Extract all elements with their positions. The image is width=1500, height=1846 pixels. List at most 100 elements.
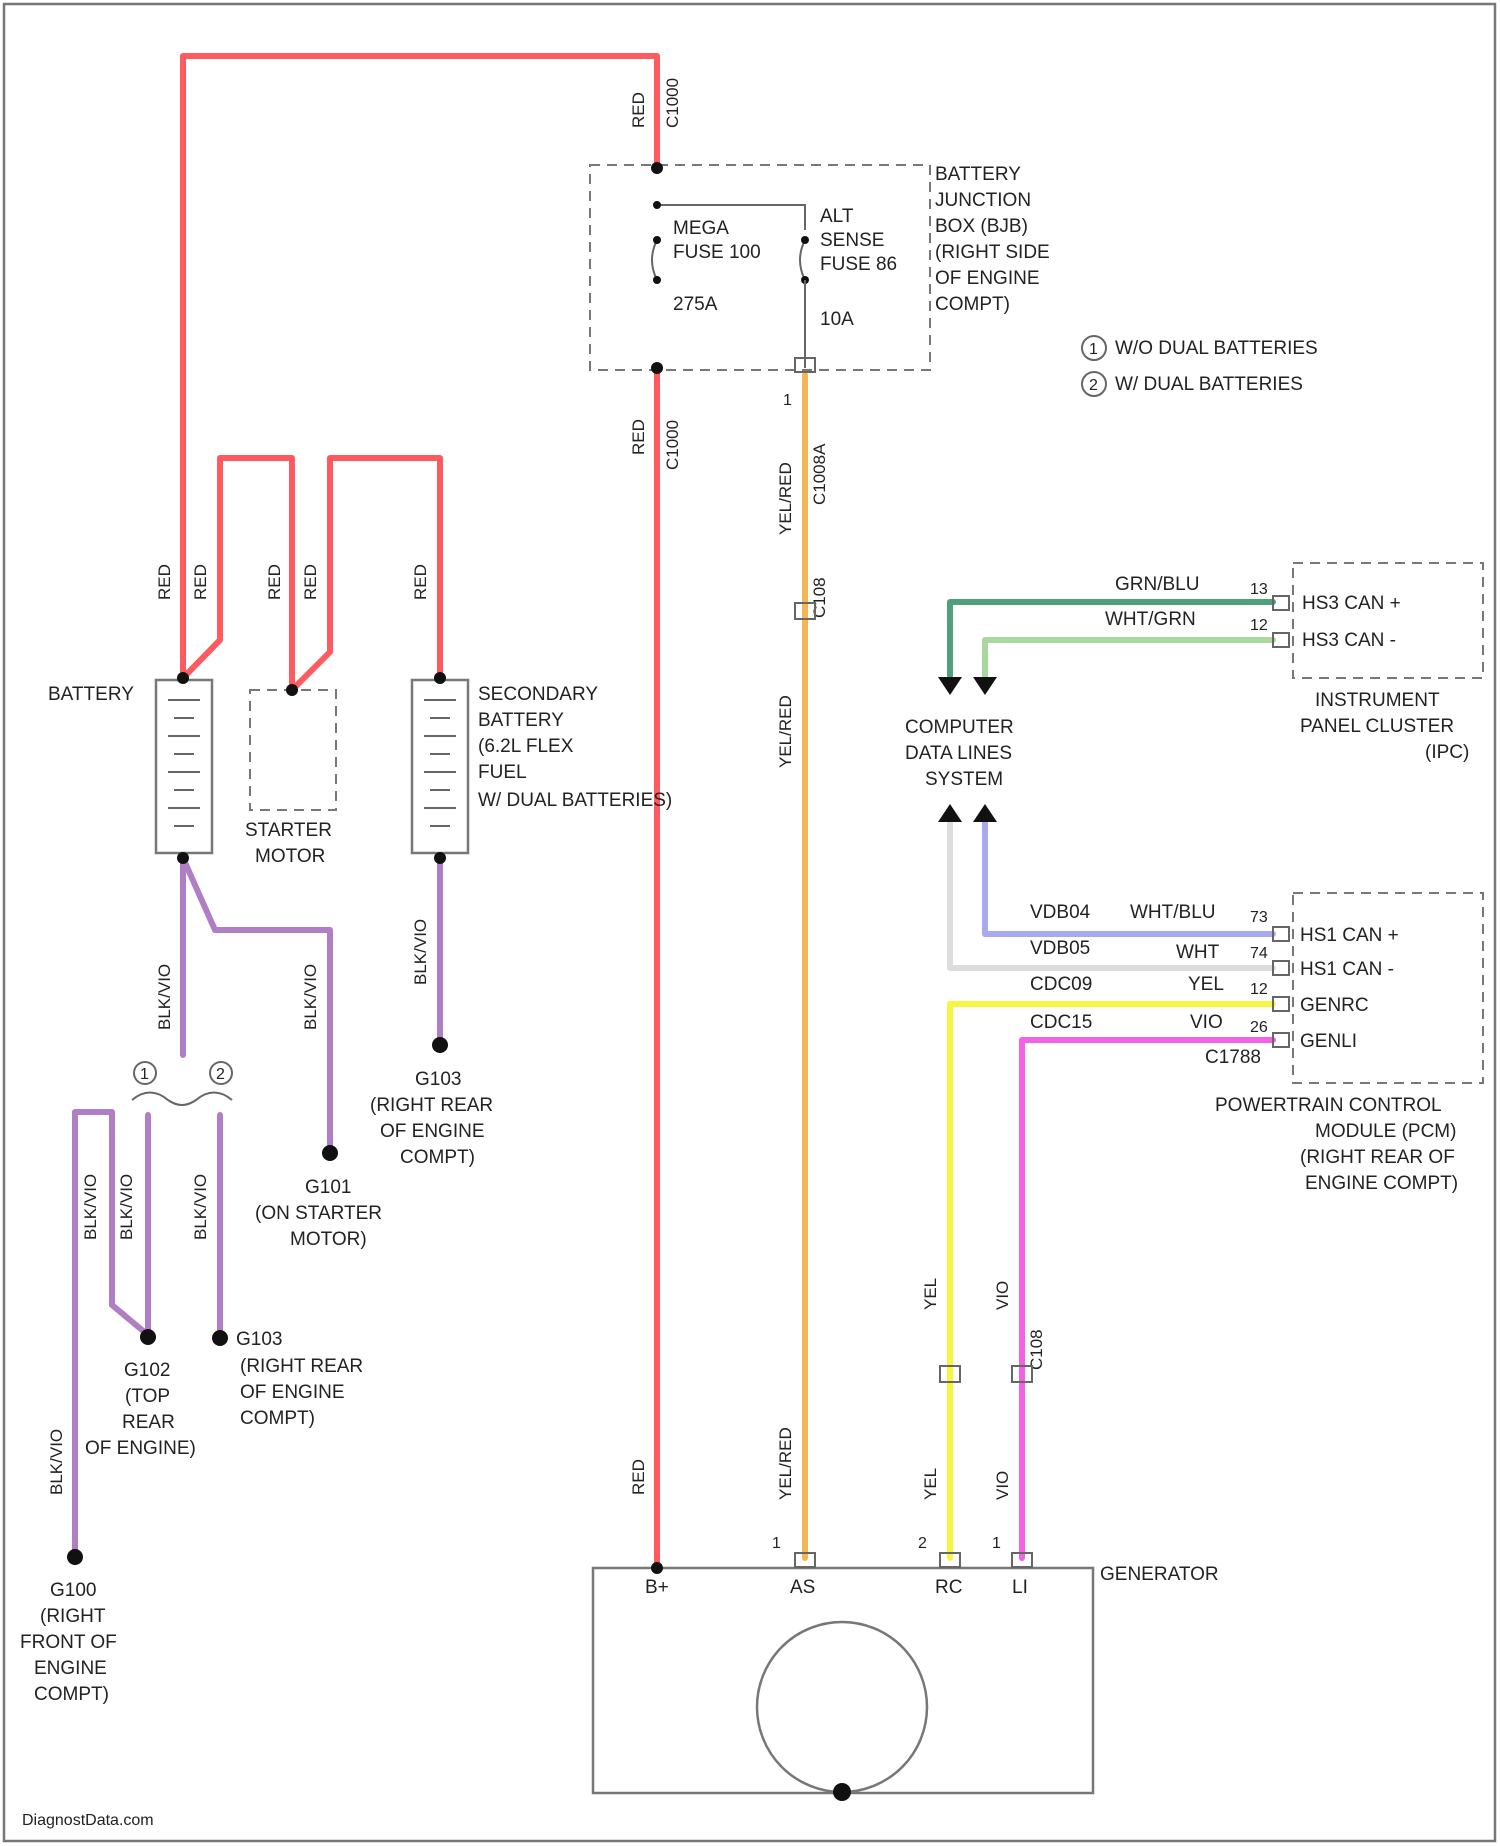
pcm-outline: [1293, 893, 1483, 1083]
wire-label-yel-red: YEL/RED: [776, 462, 795, 535]
computer-data-lines: COMPUTER DATA LINES SYSTEM: [905, 717, 1014, 790]
generator-terminal-3: RC: [935, 1577, 962, 1598]
secondary-battery-label-2: BATTERY: [478, 710, 564, 731]
battery-label: BATTERY: [48, 684, 134, 705]
pcm-wire-2: WHT: [1176, 942, 1220, 963]
pcm-wire-1: WHT/BLU: [1130, 902, 1216, 923]
pcm-pin-name-2: HS1 CAN -: [1300, 959, 1394, 980]
ipc-outline: [1293, 563, 1483, 678]
alt-fuse-line-3: FUSE 86: [820, 254, 897, 275]
ipc-title-3: (IPC): [1425, 742, 1469, 763]
option-2-num: 2: [216, 1066, 225, 1083]
pcm-pin-num-3: 12: [1250, 981, 1268, 998]
wire-label-vio: VIO: [993, 1471, 1012, 1500]
g102-line-3: REAR: [122, 1412, 175, 1433]
g102-point: [140, 1329, 156, 1345]
mega-fuse-icon: [652, 240, 657, 280]
secondary-battery-label-3: (6.2L FLEX: [478, 736, 574, 757]
secondary-battery-label-4: FUEL: [478, 762, 527, 783]
generator-terminal-4: LI: [1012, 1577, 1028, 1598]
pcm-wire-4: VIO: [1190, 1012, 1223, 1033]
secondary-battery-body: [412, 680, 468, 853]
option-1-num: 1: [140, 1066, 149, 1083]
wht-grn-wire: [985, 640, 1273, 676]
generator: GENERATOR B+ AS RC LI 1 2 1: [593, 1535, 1219, 1801]
alt-fuse-icon: [800, 240, 805, 280]
legend-1-num: 1: [1089, 341, 1098, 358]
g102-line-4: OF ENGINE): [85, 1438, 196, 1459]
generator-rotor-icon: [757, 1622, 927, 1792]
generator-body: [593, 1568, 1093, 1793]
g101-line-1: G101: [305, 1177, 351, 1198]
g100-line-4: ENGINE: [34, 1658, 107, 1679]
battery: BATTERY: [48, 672, 212, 864]
secondary-battery: SECONDARY BATTERY (6.2L FLEX FUEL W/ DUA…: [412, 672, 672, 864]
arrow-down-icon: [938, 677, 962, 695]
pcm-pin-num-4: 26: [1250, 1019, 1268, 1036]
wire-label-yel-red: YEL/RED: [776, 1427, 795, 1500]
wire-label-red: RED: [191, 564, 210, 600]
wire-label-red: RED: [629, 419, 648, 455]
wire-label-c1000: C1000: [663, 420, 682, 470]
wire-label-red: RED: [411, 564, 430, 600]
vio-wire-genli: [1022, 1040, 1273, 1558]
pcm-pin-name-3: GENRC: [1300, 995, 1369, 1016]
ipc-pin-num-1: 13: [1250, 581, 1268, 598]
alt-fuse-rating: 10A: [820, 309, 854, 330]
wire-label-yel: YEL: [921, 1468, 940, 1500]
computer-label-2: DATA LINES: [905, 743, 1012, 764]
wire-label-yel-red: YEL/RED: [776, 695, 795, 768]
g103b-line-3: OF ENGINE: [240, 1382, 345, 1403]
wire-label-blk-vio: BLK/VIO: [301, 964, 320, 1030]
pcm-title-2: MODULE (PCM): [1315, 1121, 1456, 1142]
g103-line-4: COMPT): [400, 1147, 475, 1168]
pcm-circuit-4: CDC15: [1030, 1012, 1092, 1033]
pcm-pin-name-4: GENLI: [1300, 1031, 1357, 1052]
g103-line-2: (RIGHT REAR: [370, 1095, 493, 1116]
pcm-connector: C1788: [1205, 1047, 1261, 1068]
wire-labels: RED C1000 RED C1000 RED RED RED RED RED …: [47, 78, 1046, 1500]
arrow-down-icon: [973, 677, 997, 695]
secondary-battery-label-1: SECONDARY: [478, 684, 598, 705]
g102-line-1: G102: [124, 1360, 170, 1381]
bjb-title-6: COMPT): [935, 294, 1010, 315]
generator-pin-3: 2: [918, 1535, 927, 1552]
pcm-wire-3: YEL: [1188, 974, 1224, 995]
ipc-pin-name-2: HS3 CAN -: [1302, 630, 1396, 651]
starter-label-2: MOTOR: [255, 846, 325, 867]
wire-label-blk-vio: BLK/VIO: [411, 919, 430, 985]
g100-line-2: (RIGHT: [40, 1606, 106, 1627]
battery-cells-icon: [168, 700, 200, 826]
arrow-up-icon: [973, 804, 997, 822]
g100-line-3: FRONT OF: [20, 1632, 117, 1653]
wire-label-blk-vio: BLK/VIO: [155, 964, 174, 1030]
mega-fuse-line-1: MEGA: [673, 218, 729, 239]
alt-fuse-line-1: ALT: [820, 206, 854, 227]
legend-2-num: 2: [1089, 377, 1098, 394]
legend-2-text: W/ DUAL BATTERIES: [1115, 374, 1303, 395]
g100-point: [67, 1549, 83, 1565]
g103-line-1: G103: [415, 1069, 461, 1090]
wire-label-c108b: C108: [1027, 1329, 1046, 1370]
g100-line-5: COMPT): [34, 1684, 109, 1705]
generator-pin-4: 1: [992, 1535, 1001, 1552]
mega-fuse-line-2: FUSE 100: [673, 242, 761, 263]
powertrain-control-module: VDB04 WHT/BLU 73 HS1 CAN + VDB05 WHT 74 …: [1030, 893, 1483, 1194]
wire-label-blk-vio: BLK/VIO: [47, 1429, 66, 1495]
wire-label-red: RED: [629, 92, 648, 128]
wire-label-blk-vio: BLK/VIO: [81, 1174, 100, 1240]
wire-label-c108: C108: [810, 577, 829, 618]
pcm-title-3: (RIGHT REAR OF: [1300, 1147, 1455, 1168]
wire-label-red: RED: [155, 564, 174, 600]
wht-blu-wire: [985, 820, 1273, 934]
diagram-frame: [4, 4, 1495, 1841]
starter-motor: STARTER MOTOR: [245, 684, 336, 867]
wire-label-red: RED: [629, 1459, 648, 1495]
ipc-wire-2: WHT/GRN: [1105, 609, 1196, 630]
bjb-pin-num: 1: [783, 392, 792, 409]
bjb-title-5: OF ENGINE: [935, 268, 1040, 289]
pcm-pin-num-1: 73: [1250, 909, 1268, 926]
wire-label-red: RED: [265, 564, 284, 600]
bjb-title-3: BOX (BJB): [935, 216, 1028, 237]
